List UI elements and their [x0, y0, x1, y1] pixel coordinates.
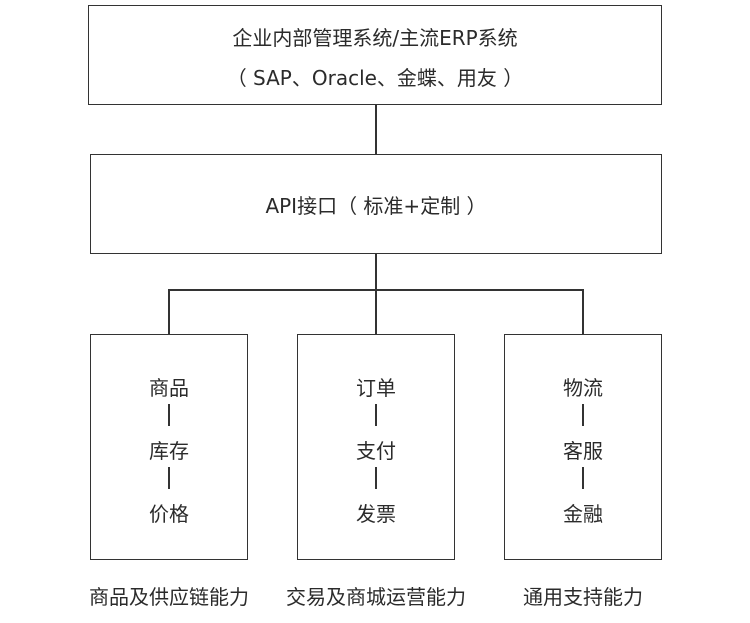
module-item-divider: [375, 467, 377, 489]
module-item: 商品: [149, 376, 189, 400]
module-caption: 交易及商城运营能力: [286, 585, 466, 609]
module-box-general-support: [504, 334, 662, 560]
module-item: 发票: [356, 502, 396, 526]
module-caption: 通用支持能力: [523, 585, 643, 609]
module-caption: 商品及供应链能力: [89, 585, 249, 609]
connector-branch-left: [168, 289, 170, 335]
module-item: 价格: [149, 502, 189, 526]
module-item: 客服: [563, 439, 603, 463]
module-item-divider: [168, 467, 170, 489]
connector-erp-api: [375, 104, 377, 155]
api-interface-label: API接口（ 标准+定制 ）: [265, 194, 487, 218]
erp-system-title: 企业内部管理系统/主流ERP系统: [232, 26, 518, 50]
erp-system-box: [88, 5, 662, 105]
module-item: 库存: [149, 439, 189, 463]
module-item: 物流: [563, 376, 603, 400]
erp-system-examples: （ SAP、Oracle、金蝶、用友 ）: [226, 66, 524, 90]
module-item: 订单: [356, 376, 396, 400]
api-interface-box: [90, 154, 662, 254]
module-item: 金融: [563, 502, 603, 526]
module-item-divider: [582, 467, 584, 489]
module-item-divider: [375, 404, 377, 426]
connector-api-trunk: [375, 253, 377, 290]
connector-branch-center: [375, 289, 377, 335]
module-item: 支付: [356, 439, 396, 463]
module-box-trade: [297, 334, 455, 560]
connector-branch-right: [582, 289, 584, 335]
module-item-divider: [582, 404, 584, 426]
module-item-divider: [168, 404, 170, 426]
module-box-supply-chain: [90, 334, 248, 560]
